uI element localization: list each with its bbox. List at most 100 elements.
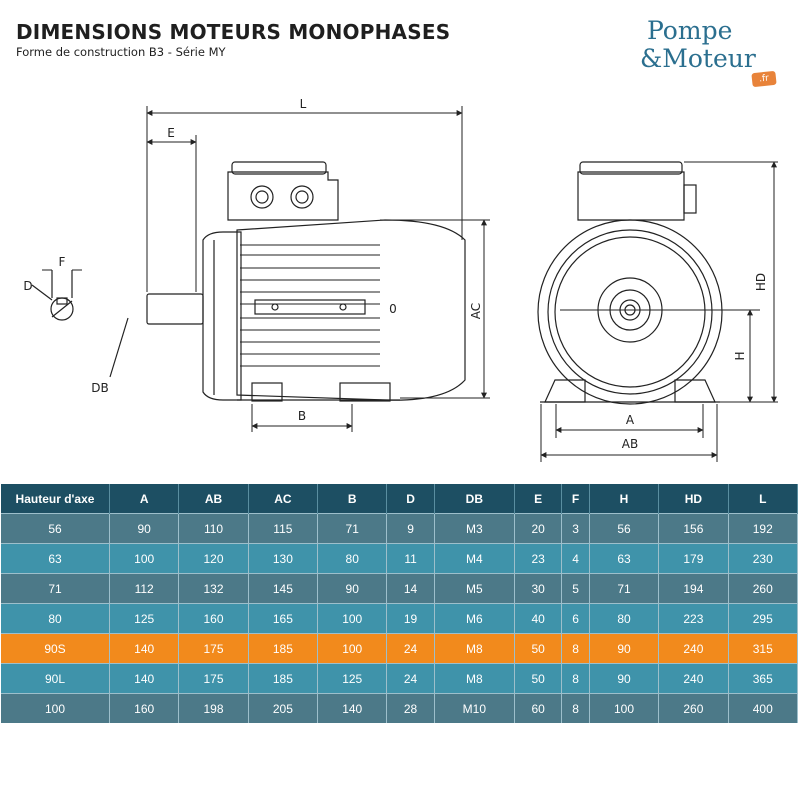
table-cell: 80	[589, 603, 660, 634]
table-cell: 40	[514, 603, 563, 634]
table-cell: 24	[386, 633, 435, 664]
table-cell: M8	[434, 663, 515, 694]
table-cell: 90	[589, 633, 660, 664]
table-cell: 71	[1, 573, 110, 604]
table-cell: 90	[109, 513, 180, 544]
table-cell: 260	[728, 573, 799, 604]
column-header: AB	[178, 484, 249, 514]
table-cell: 90	[589, 663, 660, 694]
logo-line2: &Moteur	[640, 44, 756, 73]
table-cell: 156	[658, 513, 729, 544]
table-cell: 71	[317, 513, 388, 544]
table-cell: 50	[514, 633, 563, 664]
column-header: L	[728, 484, 799, 514]
table-cell: M3	[434, 513, 515, 544]
table-cell: 240	[658, 663, 729, 694]
table-cell: 175	[178, 663, 249, 694]
label-AC: AC	[469, 303, 483, 319]
table-cell: 14	[386, 573, 435, 604]
table-cell: 160	[178, 603, 249, 634]
table-cell: 132	[178, 573, 249, 604]
label-F: F	[59, 255, 66, 269]
nameplate	[254, 299, 366, 315]
table-cell: 63	[589, 543, 660, 574]
table-cell: 56	[1, 513, 110, 544]
column-header: F	[561, 484, 590, 514]
table-cell: 110	[178, 513, 249, 544]
table-cell: 140	[317, 693, 388, 723]
column-header: HD	[658, 484, 729, 514]
table-cell: 205	[248, 693, 319, 723]
table-cell: 130	[248, 543, 319, 574]
table-cell: 56	[589, 513, 660, 544]
label-L: L	[300, 97, 307, 111]
table-cell: M6	[434, 603, 515, 634]
table-cell: 6	[561, 603, 590, 634]
table-cell: 115	[248, 513, 319, 544]
label-D: D	[23, 279, 32, 293]
table-cell: 125	[109, 603, 180, 634]
column-header: DB	[434, 484, 515, 514]
shaft-shape	[146, 293, 204, 325]
page-title: DIMENSIONS MOTEURS MONOPHASES	[16, 20, 451, 44]
table-cell: 112	[109, 573, 180, 604]
table-cell: 223	[658, 603, 729, 634]
table-cell: 24	[386, 663, 435, 694]
table-cell: 60	[514, 693, 563, 723]
front-housing-outer	[537, 219, 723, 405]
table-cell: 90S	[1, 633, 110, 664]
table-cell: 80	[317, 543, 388, 574]
column-header: E	[514, 484, 563, 514]
table-cell: 145	[248, 573, 319, 604]
terminal-box-side	[227, 171, 339, 221]
table-cell: 100	[317, 603, 388, 634]
table-cell: 260	[658, 693, 729, 723]
column-header: AC	[248, 484, 319, 514]
motor-body-side	[236, 219, 466, 401]
column-header: A	[109, 484, 180, 514]
table-cell: 9	[386, 513, 435, 544]
table-cell: 365	[728, 663, 799, 694]
table-cell: 185	[248, 663, 319, 694]
page-subtitle: Forme de construction B3 - Série MY	[16, 45, 226, 59]
table-cell: 100	[109, 543, 180, 574]
logo-line1: Pompe	[647, 16, 733, 45]
label-E: E	[167, 126, 175, 140]
table-cell: 11	[386, 543, 435, 574]
table-cell: 90	[317, 573, 388, 604]
table-cell: 120	[178, 543, 249, 574]
label-zero: 0	[389, 302, 397, 316]
table-cell: 20	[514, 513, 563, 544]
table-cell: 71	[589, 573, 660, 604]
table-cell: 8	[561, 663, 590, 694]
label-DB: DB	[91, 381, 108, 395]
table-cell: 90L	[1, 663, 110, 694]
table-cell: 5	[561, 573, 590, 604]
table-cell: 140	[109, 663, 180, 694]
terminal-box-front	[577, 171, 685, 221]
table-cell: 19	[386, 603, 435, 634]
table-cell: 315	[728, 633, 799, 664]
table-cell: 165	[248, 603, 319, 634]
column-header: D	[386, 484, 435, 514]
table-cell: M5	[434, 573, 515, 604]
column-header: B	[317, 484, 388, 514]
table-cell: 3	[561, 513, 590, 544]
brand-logo: Pompe &Moteur .fr	[636, 16, 784, 88]
table-cell: M8	[434, 633, 515, 664]
table-cell: 230	[728, 543, 799, 574]
table-cell: 400	[728, 693, 799, 723]
table-cell: 198	[178, 693, 249, 723]
table-cell: 23	[514, 543, 563, 574]
table-cell: M10	[434, 693, 515, 723]
front-flange	[202, 231, 242, 401]
table-cell: 28	[386, 693, 435, 723]
